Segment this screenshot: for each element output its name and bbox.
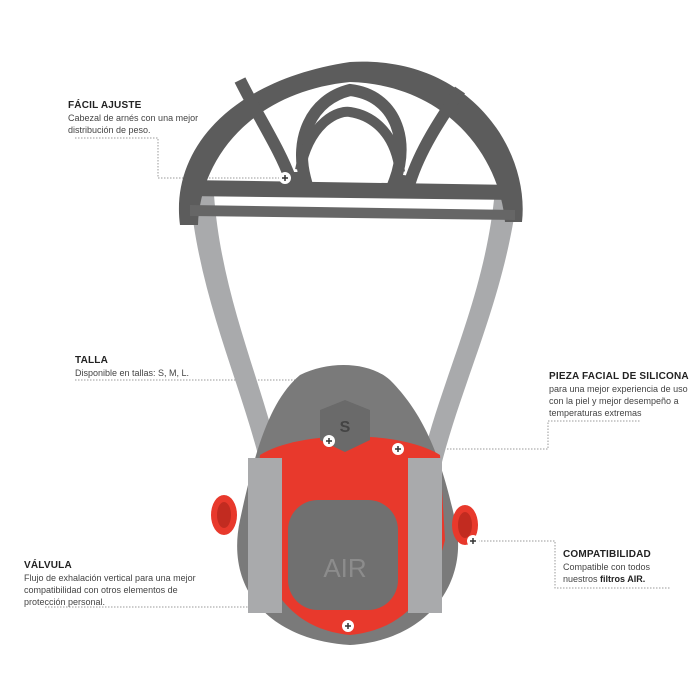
callout-title: VÁLVULA — [24, 560, 72, 571]
callout-text: con la piel y mejor desempeño a — [549, 396, 679, 406]
callout-text: Compatible con todos — [563, 562, 651, 572]
facepiece: S AIR — [211, 364, 478, 645]
callout-text-bold: filtros AIR. — [600, 574, 646, 584]
head-harness — [178, 61, 523, 225]
callout-text: protección personal. — [24, 597, 106, 607]
callout-text: distribución de peso. — [68, 125, 151, 135]
plus-icon[interactable] — [467, 535, 479, 547]
size-badge: S — [340, 419, 351, 436]
callout-text: Flujo de exhalación vertical para una me… — [24, 573, 196, 583]
air-logo: AIR — [323, 553, 366, 583]
hotspots — [279, 172, 479, 632]
callout-title: TALLA — [75, 355, 109, 366]
callout-title: FÁCIL AJUSTE — [68, 100, 142, 111]
callout-text: nuestros filtros AIR. — [563, 573, 651, 585]
callout-title: COMPATIBILIDAD — [563, 549, 651, 560]
callout-text: Disponible en tallas: S, M, L. — [75, 368, 190, 378]
plus-icon[interactable] — [392, 443, 404, 455]
callout-text: Cabezal de arnés con una mejor — [68, 113, 199, 123]
head-straps — [190, 190, 518, 470]
callout-title: PIEZA FACIAL DE SILICONA — [549, 371, 689, 382]
plus-icon[interactable] — [342, 620, 354, 632]
callout-text: compatibilidad con otros elementos de — [24, 585, 178, 595]
plus-icon[interactable] — [323, 435, 335, 447]
callout-compatibilidad: COMPATIBILIDAD Compatible con todos nues… — [563, 549, 651, 585]
callout-text-prefix: nuestros — [563, 574, 601, 584]
callout-text: temperaturas extremas — [549, 408, 642, 418]
plus-icon[interactable] — [279, 172, 291, 184]
callout-pieza-facial: PIEZA FACIAL DE SILICONA para una mejor … — [549, 371, 689, 419]
callout-text: para una mejor experiencia de uso — [549, 384, 688, 394]
callout-facil-ajuste: FÁCIL AJUSTE Cabezal de arnés con una me… — [68, 100, 198, 136]
callout-valvula: VÁLVULA Flujo de exhalación vertical par… — [24, 560, 196, 608]
callout-talla: TALLA Disponible en tallas: S, M, L. — [75, 355, 189, 379]
